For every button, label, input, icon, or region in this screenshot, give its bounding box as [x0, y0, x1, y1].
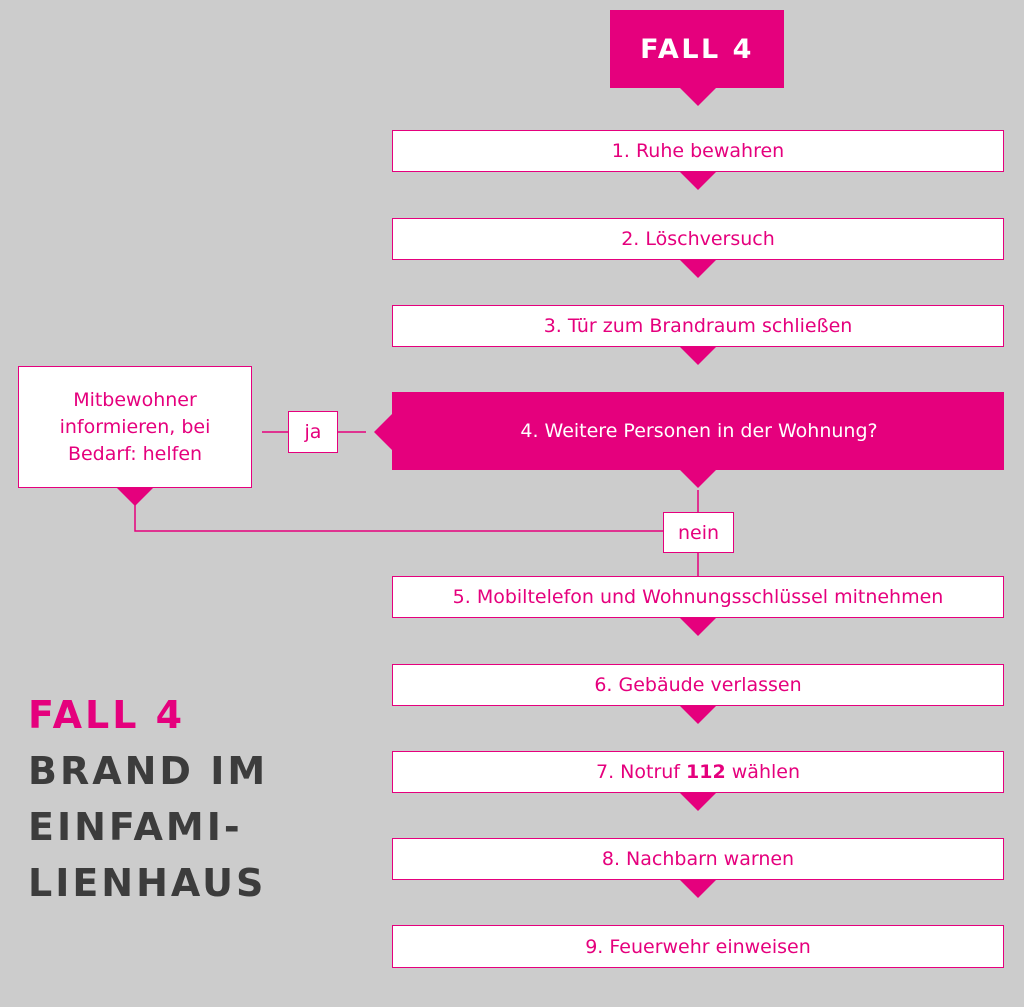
arrow-step3	[680, 347, 716, 365]
step-1-label: 1. Ruhe bewahren	[611, 140, 785, 162]
arrow-header	[680, 88, 716, 106]
case-title-line-4: LIENHAUS	[28, 861, 267, 905]
no-label-box: nein	[663, 512, 734, 553]
arrow-question-left	[374, 414, 392, 450]
step-9-box: 9. Feuerwehr einweisen	[392, 925, 1004, 968]
step-9-label: 9. Feuerwehr einweisen	[585, 935, 811, 958]
side-action-box: Mitbewohner informieren, bei Bedarf: hel…	[18, 366, 252, 488]
step-2-box: 2. Löschversuch	[392, 218, 1004, 260]
no-label: nein	[677, 521, 720, 544]
step-2-label: 2. Löschversuch	[621, 228, 775, 250]
step-3-label: 3. Tür zum Brandraum schließen	[543, 315, 853, 337]
step-7-prefix: 7. Notruf	[596, 761, 687, 783]
step-1-box: 1. Ruhe bewahren	[392, 130, 1004, 172]
arrow-step8	[680, 880, 716, 898]
step-6-box: 6. Gebäude verlassen	[392, 664, 1004, 706]
case-title-line-3: EINFAMI-	[28, 805, 243, 849]
arrow-step2	[680, 260, 716, 278]
case-title-line-1: FALL 4	[28, 693, 186, 737]
yes-label: ja	[304, 421, 322, 443]
step-7-suffix: wählen	[725, 761, 800, 783]
step-8-box: 8. Nachbarn warnen	[392, 838, 1004, 880]
side-action-label: Mitbewohner informieren, bei Bedarf: hel…	[59, 388, 211, 465]
arrow-step1	[680, 172, 716, 190]
arrow-step5	[680, 618, 716, 636]
step-7-box: 7. Notruf 112 wählen	[392, 751, 1004, 793]
case-title-line-2: BRAND IM	[28, 749, 269, 793]
arrow-step4	[680, 470, 716, 488]
step-3-box: 3. Tür zum Brandraum schließen	[392, 305, 1004, 347]
step-4-label: 4. Weitere Personen in der Wohnung?	[520, 420, 878, 442]
step-5-label: 5. Mobiltelefon und Wohnungsschlüssel mi…	[452, 586, 944, 608]
step-4-question-box: 4. Weitere Personen in der Wohnung?	[392, 392, 1004, 470]
step-8-label: 8. Nachbarn warnen	[601, 848, 795, 870]
arrow-side-box	[117, 488, 153, 506]
arrow-step6	[680, 706, 716, 724]
header-fall-4: FALL 4	[610, 10, 784, 88]
arrow-step7	[680, 793, 716, 811]
yes-label-box: ja	[288, 411, 338, 453]
step-6-label: 6. Gebäude verlassen	[594, 674, 802, 696]
step-7-label: 7. Notruf 112 wählen	[596, 761, 800, 783]
step-7-emergency-number: 112	[686, 761, 726, 783]
connector-side-return	[134, 504, 663, 532]
case-title: FALL 4 BRAND IM EINFAMI- LIENHAUS	[28, 687, 268, 911]
step-5-box: 5. Mobiltelefon und Wohnungsschlüssel mi…	[392, 576, 1004, 618]
